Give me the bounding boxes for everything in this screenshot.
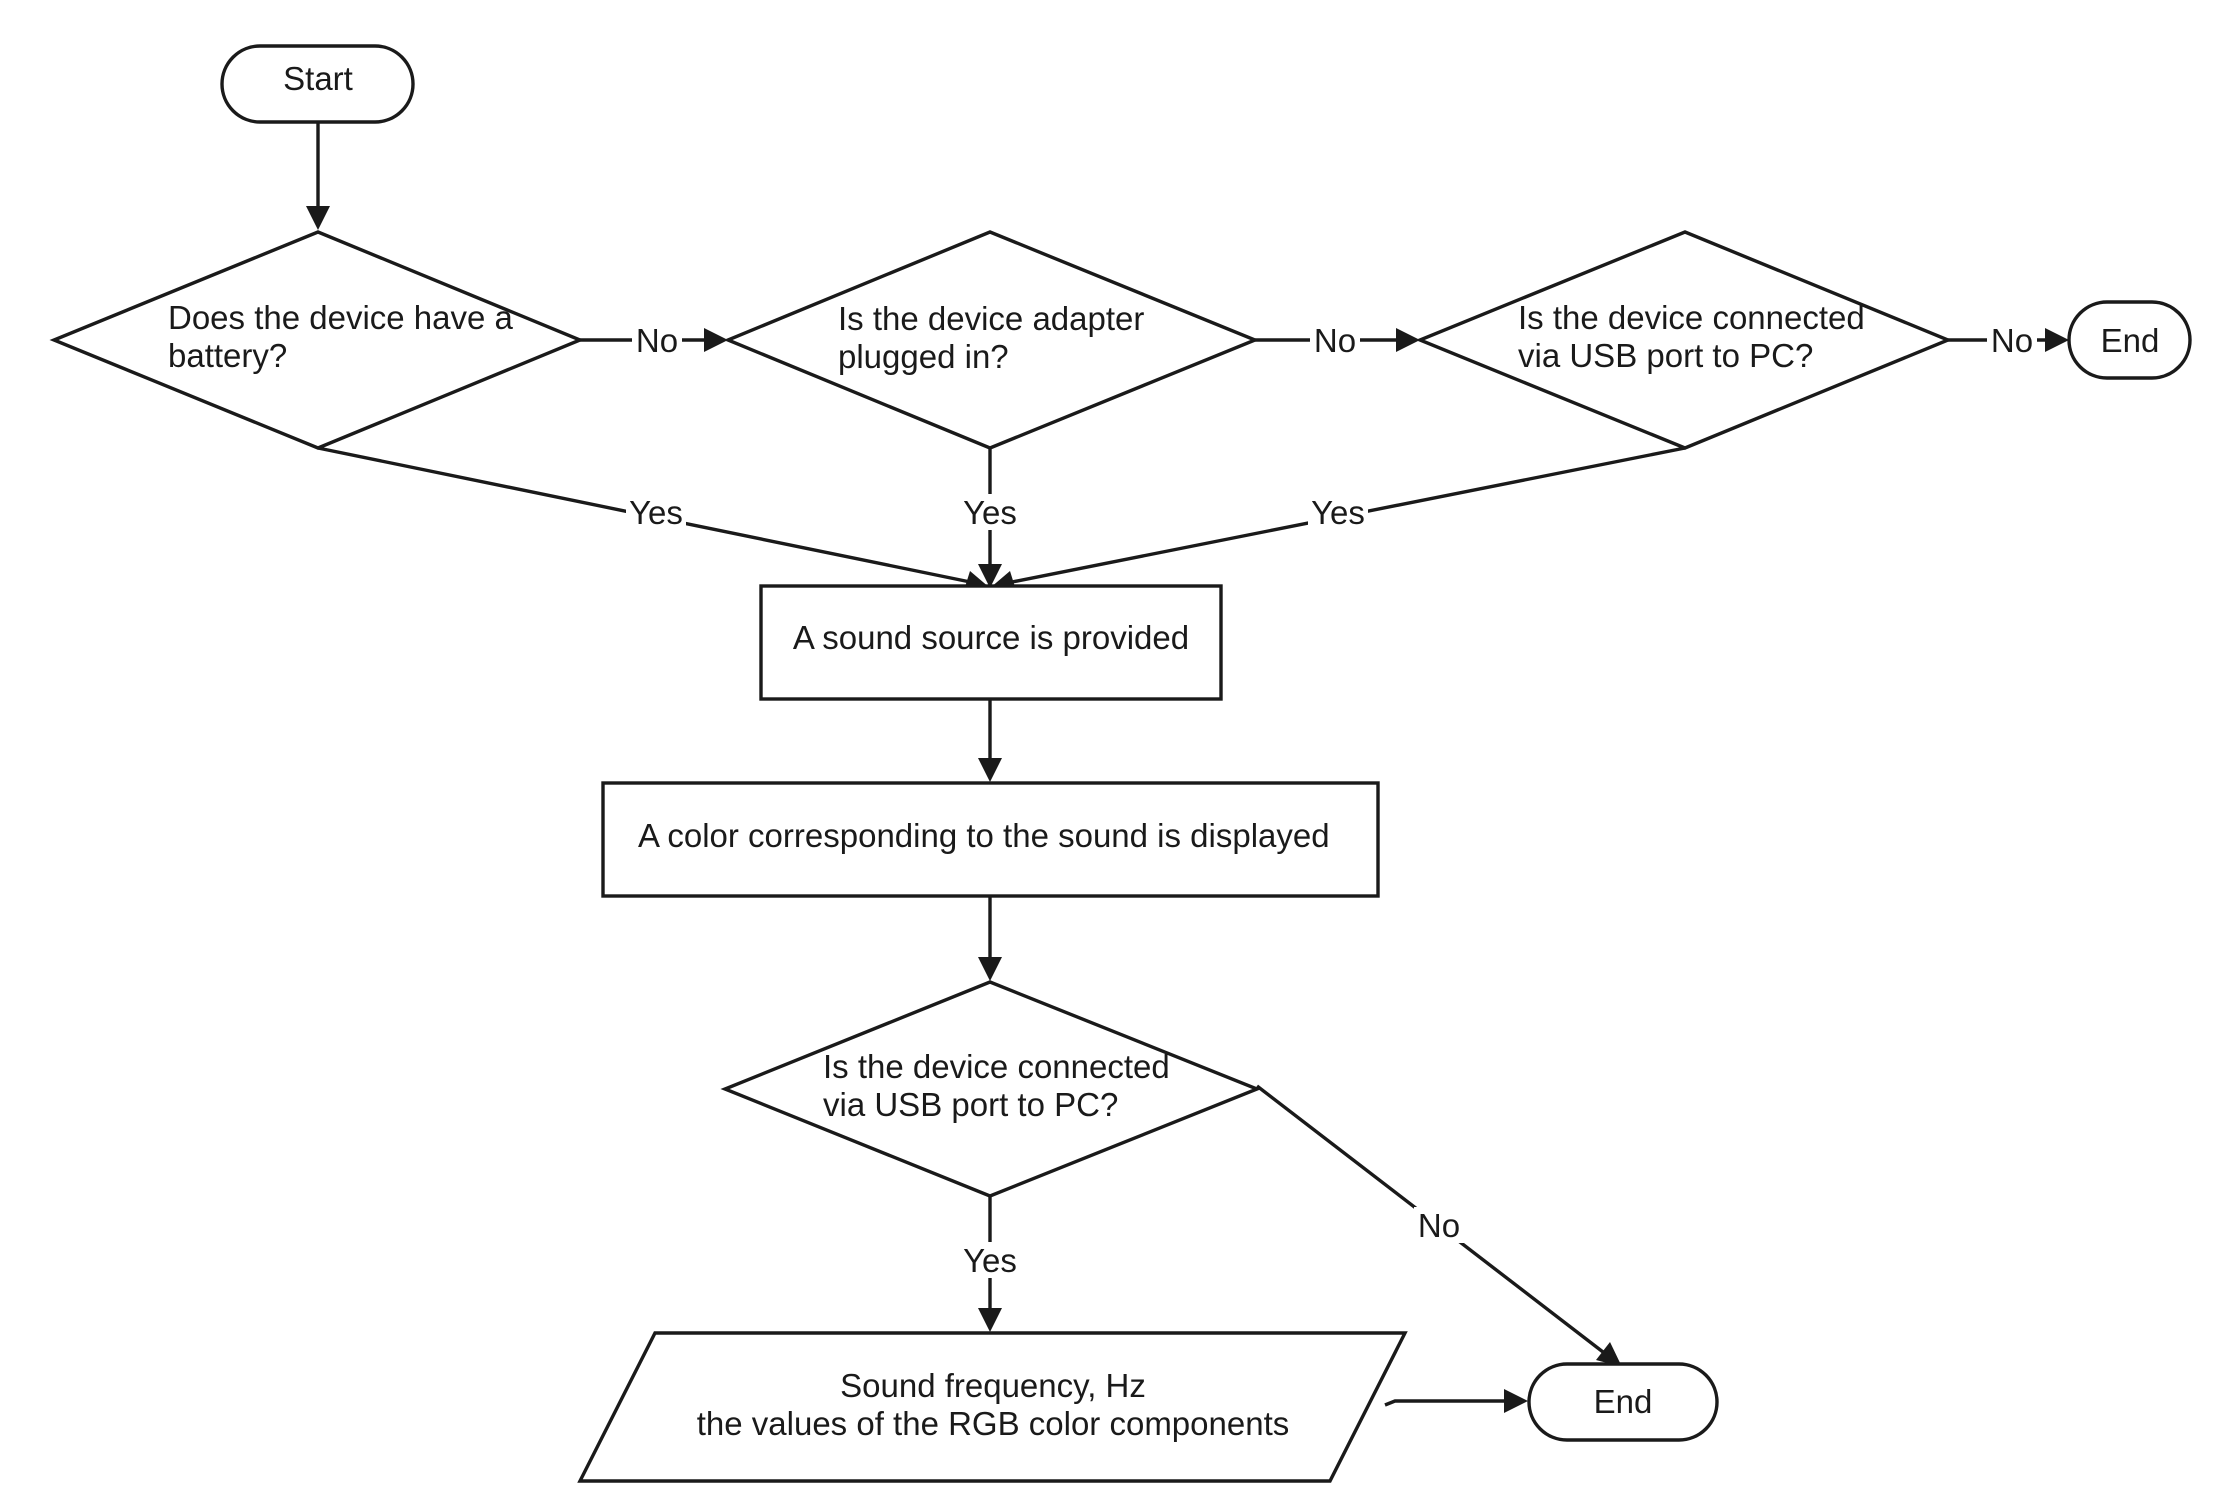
end-bottom-label: End	[1594, 1383, 1653, 1420]
edge-label-usb-top-no: No	[1991, 322, 2033, 359]
edge-label-battery-no: No	[636, 322, 678, 359]
start-label: Start	[283, 60, 353, 97]
end-bottom-node: End	[1527, 1362, 1719, 1442]
edge-label-usb-bottom-yes: Yes	[963, 1242, 1017, 1279]
process-color-display: A color corresponding to the sound is di…	[601, 781, 1380, 898]
process-sound-source-label: A sound source is provided	[793, 619, 1189, 656]
end-top-node: End	[2067, 300, 2192, 380]
edge-label-adapter-yes: Yes	[963, 494, 1017, 531]
io-output-line1: Sound frequency, Hz	[840, 1367, 1146, 1404]
decision-usb-top: Is the device connected via USB port to …	[1415, 230, 1953, 450]
arrowheads	[306, 206, 2069, 1413]
decision-adapter-line2: plugged in?	[838, 338, 1009, 375]
arrowhead-end-bottom	[1504, 1389, 1528, 1413]
decision-usb-top-line1: Is the device connected	[1518, 299, 1865, 336]
io-output-line2: the values of the RGB color components	[697, 1405, 1290, 1442]
edge-label-usb-top-yes: Yes	[1311, 494, 1365, 531]
arrowhead-usb-top	[1396, 328, 1420, 352]
arrowhead-sound-right	[990, 571, 1015, 588]
decision-battery: Does the device have a battery?	[49, 230, 585, 450]
edge-label-battery-yes: Yes	[629, 494, 683, 531]
arrowhead-sound-source	[978, 564, 1002, 588]
decision-battery-line2: battery?	[168, 337, 287, 374]
decision-adapter: Is the device adapter plugged in?	[723, 230, 1260, 450]
arrowhead-color-display	[978, 758, 1002, 782]
arrowhead-usb-bottom	[978, 957, 1002, 981]
decision-usb-bottom: Is the device connected via USB port to …	[720, 980, 1262, 1198]
arrowhead-end-bottom-diag	[1596, 1342, 1622, 1367]
arrowhead-battery	[306, 206, 330, 230]
decision-usb-bottom-line2: via USB port to PC?	[823, 1086, 1118, 1123]
edge-label-adapter-no: No	[1314, 322, 1356, 359]
edge-labels: No No No Yes Yes Yes Yes No	[626, 322, 2037, 1279]
process-sound-source: A sound source is provided	[759, 584, 1223, 701]
decision-battery-line1: Does the device have a	[168, 299, 514, 336]
start-node: Start	[220, 44, 415, 124]
edge-output-to-end	[1384, 1399, 1522, 1407]
end-top-label: End	[2101, 322, 2160, 359]
arrowhead-output	[978, 1308, 1002, 1332]
io-output: Sound frequency, Hz the values of the RG…	[577, 1331, 1408, 1483]
process-color-display-label: A color corresponding to the sound is di…	[638, 817, 1330, 854]
arrowhead-sound-left	[965, 571, 990, 588]
edge-label-usb-bottom-no: No	[1418, 1207, 1460, 1244]
arrowhead-end-top	[2045, 328, 2069, 352]
decision-usb-top-line2: via USB port to PC?	[1518, 337, 1813, 374]
decision-usb-bottom-line1: Is the device connected	[823, 1048, 1170, 1085]
arrowhead-adapter	[704, 328, 728, 352]
decision-adapter-line1: Is the device adapter	[838, 300, 1144, 337]
